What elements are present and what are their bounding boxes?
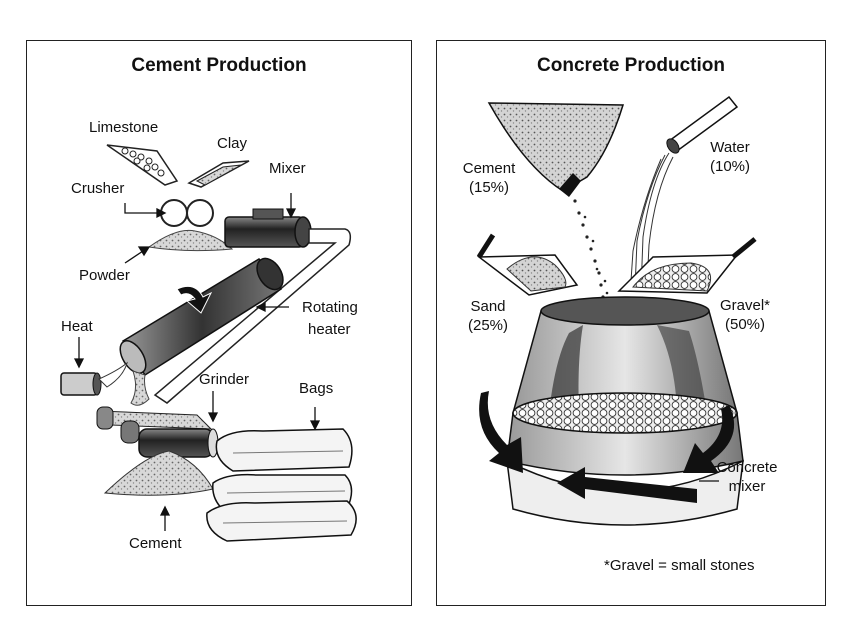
cement-production-panel: Cement Production	[26, 40, 412, 606]
heater-output-flow	[130, 370, 150, 406]
clay-hopper	[187, 160, 250, 188]
mixer-drum	[224, 208, 312, 248]
sand-input-label: Sand (25%)	[453, 297, 523, 335]
label-arrows	[73, 193, 321, 531]
cement-stream	[573, 199, 609, 299]
water-input-name: Water	[710, 139, 750, 156]
bags-label: Bags	[299, 380, 334, 397]
heat-burner	[60, 361, 128, 396]
grinder-label: Grinder	[199, 371, 250, 388]
cement-output-label: Cement	[129, 535, 182, 552]
gravel-input-percent: (50%)	[724, 316, 765, 333]
gravel-footnote: *Gravel = small stones	[604, 557, 755, 574]
cement-bags	[206, 428, 357, 542]
sand-input-percent: (25%)	[467, 317, 508, 334]
heat-label: Heat	[61, 318, 93, 335]
conveyor-pipe	[153, 228, 352, 404]
water-stream	[630, 152, 674, 292]
cement-process-illustration	[60, 144, 357, 542]
concrete-mixer-label: Concrete mixer	[707, 458, 787, 496]
gravel-input-label: Gravel* (50%)	[703, 296, 787, 334]
cement-input-label: Cement (15%)	[449, 159, 529, 197]
water-pipe	[666, 95, 739, 154]
concrete-mixer-label-line1: Concrete	[716, 459, 778, 476]
concrete-process-illustration	[476, 95, 757, 526]
cement-production-title: Cement Production	[131, 55, 307, 76]
cement-pile	[103, 450, 214, 496]
rotating-heater-label-line2: heater	[308, 321, 351, 338]
sand-input-name: Sand	[470, 298, 506, 315]
limestone-hopper	[106, 144, 179, 186]
concrete-mixer-label-line2: mixer	[728, 478, 766, 495]
cement-funnel	[487, 102, 625, 197]
clay-label: Clay	[217, 135, 248, 152]
cement-input-percent: (15%)	[468, 179, 509, 196]
sand-scoop	[476, 233, 579, 296]
mixer-label: Mixer	[269, 160, 306, 177]
crusher-label: Crusher	[71, 180, 125, 197]
concrete-production-title: Concrete Production	[537, 55, 725, 76]
limestone-label: Limestone	[89, 119, 159, 136]
grinder-rollers	[96, 406, 219, 458]
crusher-rollers	[160, 199, 214, 227]
gravel-scoop	[617, 237, 757, 294]
rotation-arrows	[479, 391, 735, 503]
water-input-percent: (10%)	[709, 158, 750, 175]
concrete-production-panel: Concrete Production	[436, 40, 826, 606]
powder-pile	[147, 229, 234, 252]
powder-label: Powder	[79, 267, 130, 284]
rotating-heater-label-line1: Rotating	[302, 299, 358, 316]
water-input-label: Water (10%)	[695, 138, 765, 176]
gravel-input-name: Gravel*	[719, 297, 771, 314]
cement-input-name: Cement	[462, 160, 516, 177]
